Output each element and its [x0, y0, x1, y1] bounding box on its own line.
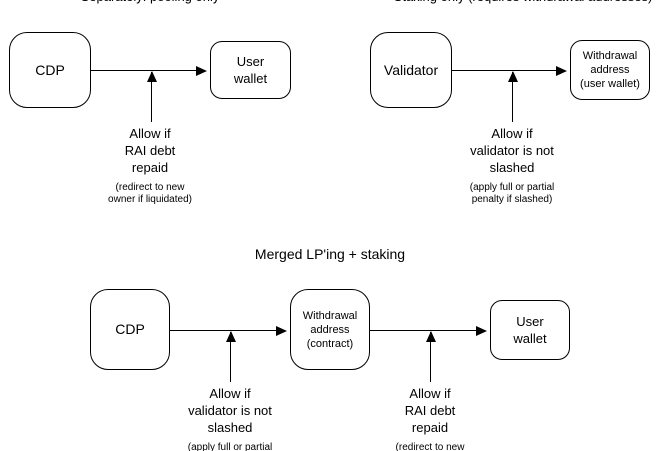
merged-title: Merged LP'ing + staking — [254, 246, 406, 262]
arrowhead-right-icon — [276, 325, 287, 336]
condition-arrow-line — [230, 332, 231, 382]
condition-arrow-line — [151, 72, 152, 122]
user-wallet-box: User wallet — [210, 41, 291, 99]
condition-arrow-line — [512, 72, 513, 122]
pooling-condition-subnote: (redirect to new owner if liquidated) — [108, 182, 192, 205]
withdrawal-address-contract-box: Withdrawal address (contract) — [290, 289, 370, 370]
staking-title: Staking only (requires withdrawal addres… — [383, 0, 661, 5]
cdp-box: CDP — [9, 32, 91, 108]
validator-to-withdrawal-arrow-line — [452, 70, 556, 71]
arrowhead-up-icon — [147, 71, 157, 82]
arrowhead-right-icon — [476, 325, 487, 336]
condition-arrow-line — [430, 332, 431, 382]
withdrawal-to-wallet-arrow-line — [370, 330, 476, 331]
arrowhead-right-icon — [196, 65, 207, 76]
cdp-to-withdrawal-arrow-line — [170, 330, 276, 331]
pooling-title: Separately: pooling only — [30, 0, 270, 5]
staking-condition-subnote: (apply full or partial penalty if slashe… — [469, 182, 555, 205]
withdrawal-address-user-wallet-box: Withdrawal address (user wallet) — [570, 40, 650, 100]
arrowhead-up-icon — [426, 331, 436, 342]
staking-condition-note: Allow if validator is not slashed — [470, 126, 554, 175]
arrowhead-right-icon — [556, 65, 567, 76]
merged-right-condition-note: Allow if RAI debt repaid — [404, 386, 456, 435]
cdp-to-wallet-arrow-line — [91, 70, 196, 71]
merged-left-condition-note: Allow if validator is not slashed — [188, 386, 272, 435]
cdp-box: CDP — [90, 289, 170, 370]
pooling-condition-note: Allow if RAI debt repaid — [124, 126, 176, 175]
merged-right-condition-subnote: (redirect to new owner if liquidated) — [395, 442, 465, 451]
arrowhead-up-icon — [508, 71, 518, 82]
merged-left-condition-subnote: (apply full or partial penalty if slashe… — [187, 442, 273, 451]
validator-box: Validator — [370, 32, 452, 108]
user-wallet-box: User wallet — [490, 300, 570, 360]
arrowhead-up-icon — [226, 331, 236, 342]
